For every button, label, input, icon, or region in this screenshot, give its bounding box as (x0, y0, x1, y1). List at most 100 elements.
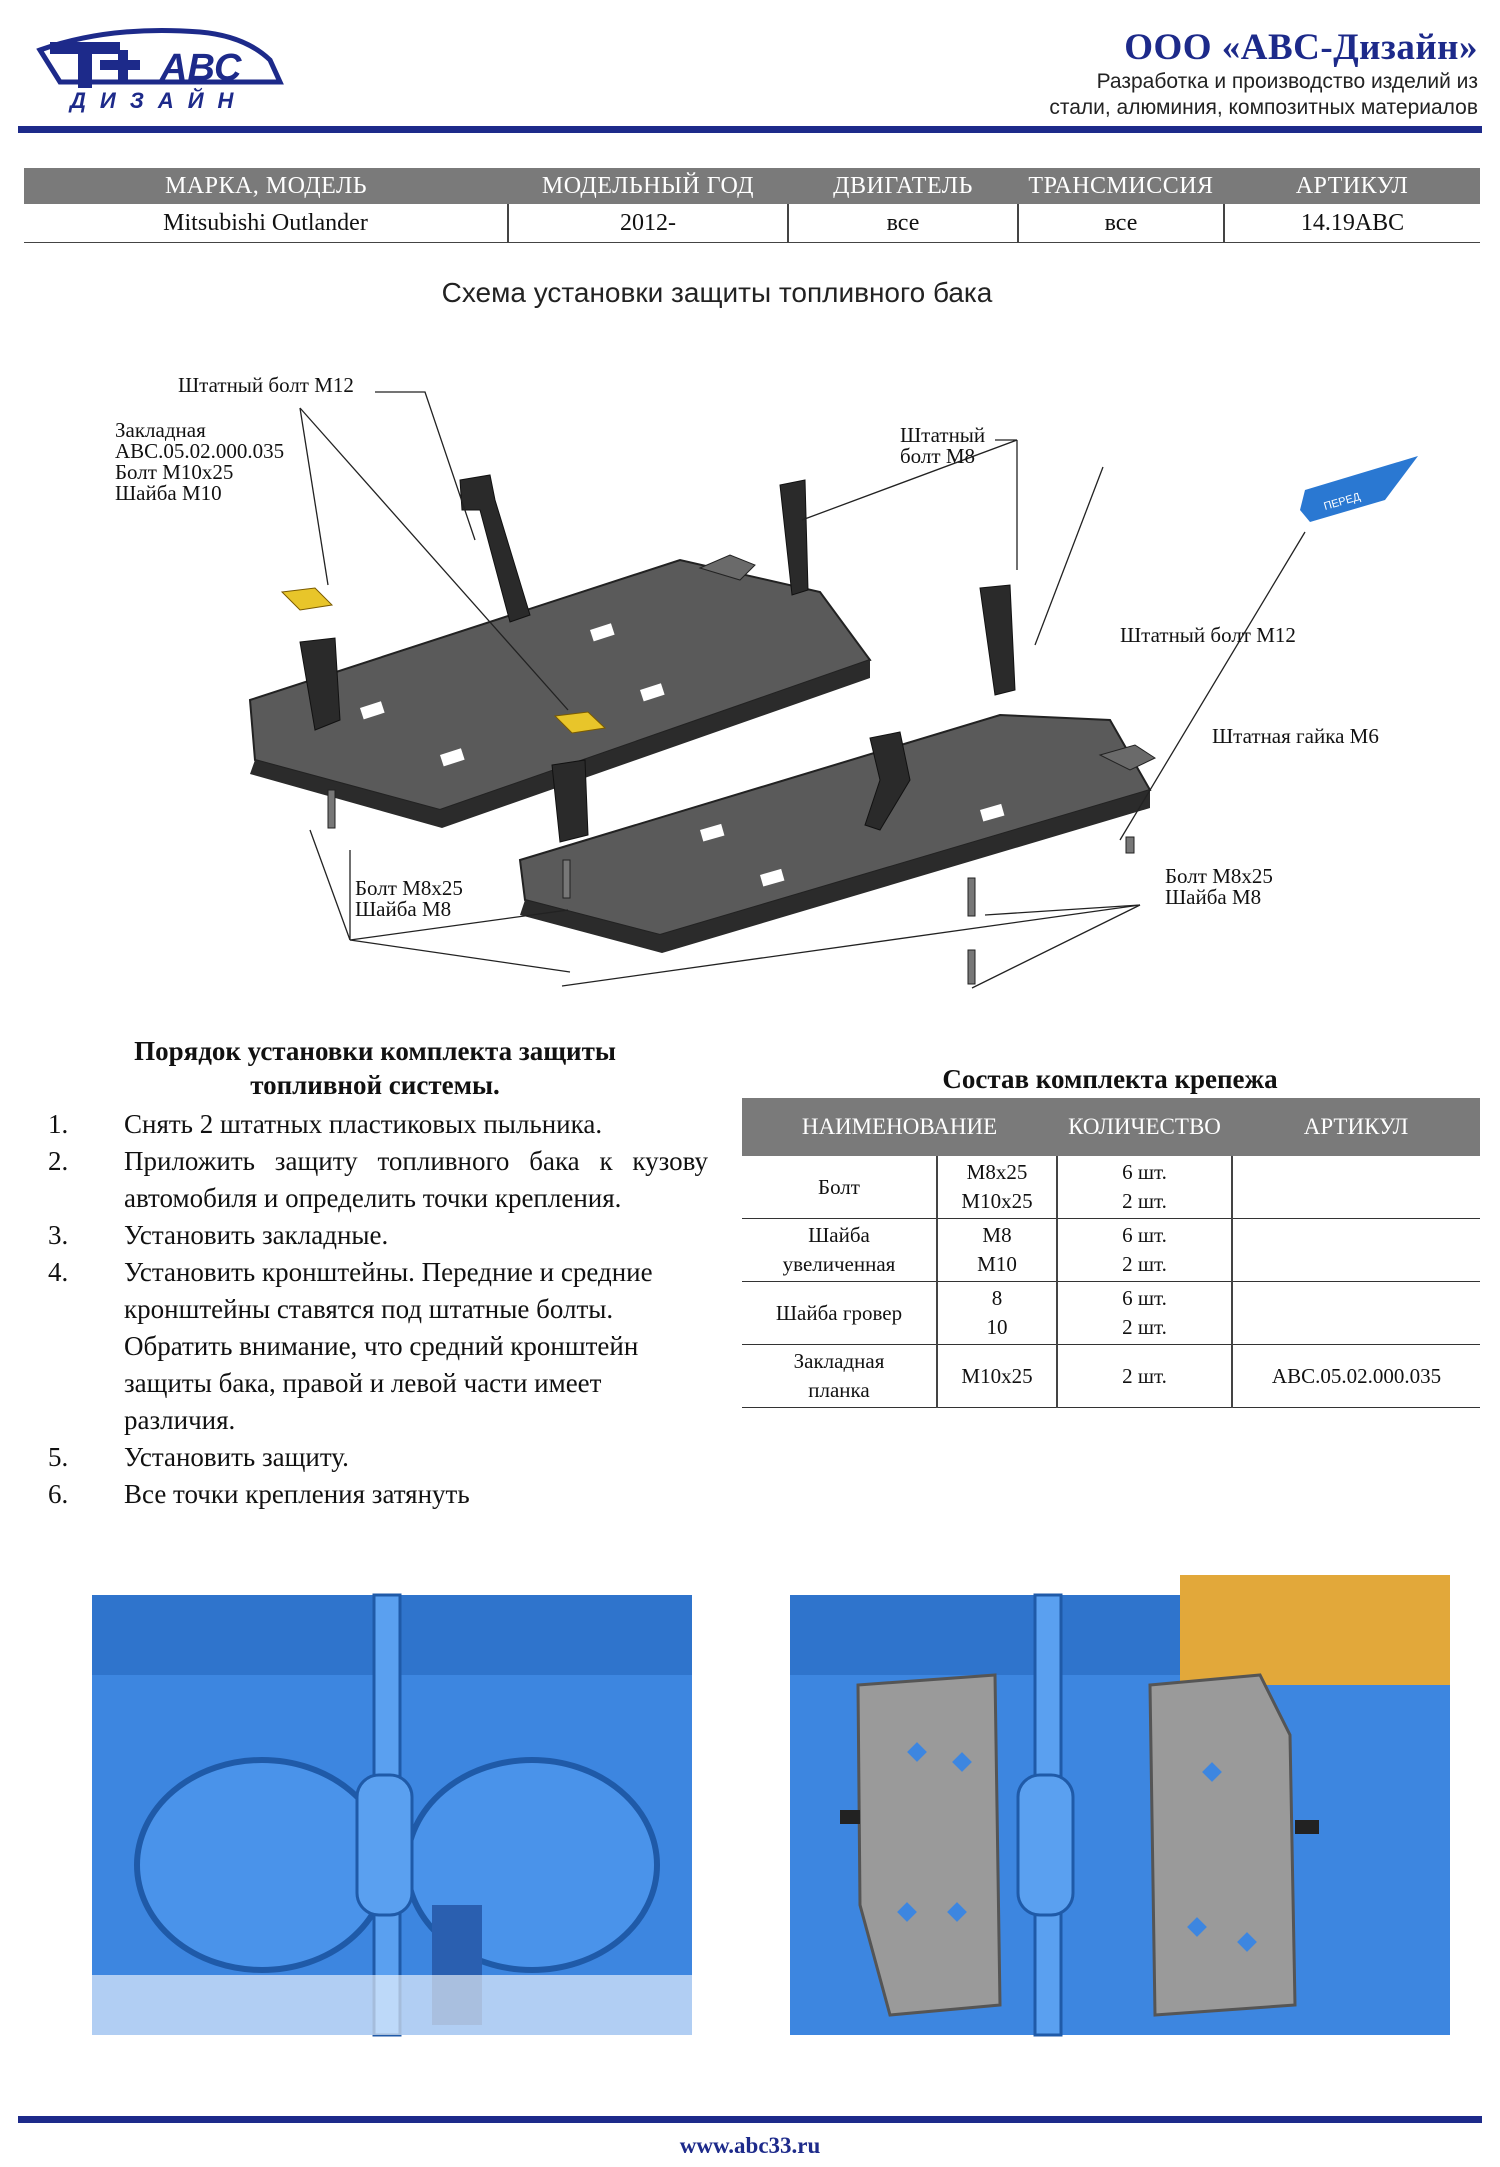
kit-item-size-line: М10х25 (961, 1189, 1033, 1213)
vehicle-model: Mitsubishi Outlander (24, 204, 508, 243)
kit-item-name-line: планка (808, 1378, 870, 1402)
label-bolt-right-2: Шайба М8 (1165, 885, 1261, 909)
footer-divider (18, 2116, 1482, 2123)
kit-item-qty-line: 6 шт. (1122, 1286, 1167, 1310)
instructions-title-line-1: Порядок установки комплекта защиты (134, 1036, 616, 1066)
kit-table: НАИМЕНОВАНИЕ КОЛИЧЕСТВО АРТИКУЛ Болт М8х… (742, 1098, 1480, 1408)
label-insert-line-2: АВС.05.02.000.035 (115, 439, 284, 463)
label-bolt-m12-right: Штатный болт М12 (1120, 623, 1296, 647)
label-nut-m6: Штатная гайка М6 (1212, 724, 1379, 748)
vehicle-engine: все (787, 204, 1018, 243)
kit-item-size-line: М10х25 (961, 1363, 1033, 1388)
kit-header-name: НАИМЕНОВАНИЕ (742, 1098, 1057, 1156)
step-text: Все точки крепления затянуть (124, 1479, 470, 1509)
kit-item-name-line: Закладная (793, 1349, 885, 1373)
company-name: ООО «АВС-Дизайн» (1124, 27, 1478, 68)
kit-item-article: АВС.05.02.000.035 (1231, 1344, 1480, 1408)
kit-item-size-line: 10 (986, 1315, 1008, 1339)
kit-item-size: М10х25 (936, 1344, 1057, 1408)
kit-item-qty-line: 2 шт. (1122, 1363, 1167, 1388)
kit-item-qty-line: 6 шт. (1122, 1223, 1167, 1247)
underbody-photo-after (790, 1575, 1450, 2037)
kit-item-name-line: увеличенная (782, 1252, 896, 1276)
mounting-brackets (299, 474, 1016, 843)
step-text: Установить закладные. (124, 1220, 389, 1250)
right-skid-plate (518, 713, 1157, 953)
table-row: Mitsubishi Outlander 2012- все все 14.19… (24, 204, 1480, 243)
tagline-line-2: стали, алюминия, композитных материалов (1049, 96, 1478, 119)
kit-item-qty: 6 шт. 2 шт. (1056, 1218, 1232, 1282)
step-text: Приложить защиту топливного бака к кузов… (124, 1146, 708, 1213)
vehicle-header-cell: МОДЕЛЬНЫЙ ГОД (508, 168, 788, 204)
step-number: 6. (48, 1479, 69, 1509)
kit-item-name-line: Шайба (808, 1223, 870, 1247)
label-bolt-m12-top: Штатный болт М12 (178, 373, 354, 397)
vehicle-year: 2012- (507, 204, 788, 243)
list-item: 5. Установить защиту. (48, 1439, 708, 1476)
kit-item-qty-line: 2 шт. (1122, 1315, 1167, 1339)
kit-item-size-line: М10 (977, 1252, 1017, 1276)
diagram-title: Схема установки защиты топливного бака (441, 277, 993, 308)
kit-item-name: Болт (742, 1156, 937, 1219)
list-item: 2. Приложить защиту топливного бака к куз… (48, 1143, 708, 1217)
step-text: Установить защиту. (124, 1442, 349, 1472)
kit-header-article: АРТИКУЛ (1232, 1098, 1480, 1156)
step-number: 1. (48, 1109, 69, 1139)
front-direction-arrow: ПЕРЕД (1300, 456, 1418, 522)
kit-item-name-line: Шайба гровер (775, 1300, 903, 1325)
logo-text: АВС (159, 47, 242, 89)
kit-item-qty: 6 шт. 2 шт. (1056, 1281, 1232, 1345)
vehicle-transmission: все (1017, 204, 1224, 243)
step-text: Установить кронштейны. Передние и средни… (124, 1257, 653, 1435)
kit-item-name: Шайба увеличенная (742, 1218, 937, 1282)
label-bolt-m8-top-1: Штатный (900, 423, 985, 447)
kit-item-name: Шайба гровер (742, 1281, 937, 1345)
vehicle-header-cell: ДВИГАТЕЛЬ (788, 168, 1018, 204)
vehicle-table: МАРКА, МОДЕЛЬ МОДЕЛЬНЫЙ ГОД ДВИГАТЕЛЬ ТР… (24, 168, 1480, 243)
kit-table-header: НАИМЕНОВАНИЕ КОЛИЧЕСТВО АРТИКУЛ (742, 1098, 1480, 1156)
vehicle-header-cell: АРТИКУЛ (1224, 168, 1480, 204)
kit-item-qty-line: 2 шт. (1122, 1252, 1167, 1276)
kit-item-qty-line: 2 шт. (1122, 1189, 1167, 1213)
list-item: 1.Снять 2 штатных пластиковых пыльника. (48, 1106, 708, 1143)
vehicle-table-header: МАРКА, МОДЕЛЬ МОДЕЛЬНЫЙ ГОД ДВИГАТЕЛЬ ТР… (24, 168, 1480, 204)
installation-diagram: ПЕРЕД Штатный болт М12 Закладная АВС.05.… (115, 373, 1418, 989)
kit-item-qty: 6 шт.2 шт. (1056, 1156, 1232, 1219)
underbody-photo-before (92, 1593, 692, 2037)
insert-plates (280, 587, 607, 734)
label-bolt-m8-top-2: болт М8 (900, 444, 975, 468)
table-row: Закладная планка М10х25 2 шт. АВС.05.02.0… (742, 1344, 1480, 1408)
label-insert-line-3: Болт М10х25 (115, 460, 233, 484)
kit-item-name-line: Болт (818, 1174, 860, 1199)
label-bolt-left-1: Болт М8х25 (355, 876, 463, 900)
footer-website-link[interactable]: www.abc33.ru (679, 2133, 821, 2158)
kit-item-size-line: М8 (982, 1223, 1012, 1247)
bolts (327, 789, 1135, 985)
vehicle-article: 14.19ABC (1223, 204, 1480, 243)
kit-item-article (1231, 1218, 1480, 1282)
kit-title: Состав комплекта крепежа (942, 1064, 1278, 1094)
label-insert-line-1: Закладная (115, 418, 206, 442)
logo-subtext: ДИЗАЙН (68, 87, 247, 113)
step-number: 3. (48, 1220, 69, 1250)
label-bolt-right-1: Болт М8х25 (1165, 864, 1273, 888)
label-bolt-left-2: Шайба М8 (355, 897, 451, 921)
header-divider (18, 126, 1482, 133)
kit-item-qty: 2 шт. (1056, 1344, 1232, 1408)
tagline-line-1: Разработка и производство изделий из (1096, 70, 1478, 93)
kit-item-name: Закладная планка (742, 1344, 937, 1408)
list-item: 4.Установить кронштейны. Передние и сред… (48, 1254, 708, 1439)
kit-item-article (1231, 1281, 1480, 1345)
vehicle-header-cell: МАРКА, МОДЕЛЬ (24, 168, 508, 204)
company-block: ООО «АВС-Дизайн» Разработка и производст… (1049, 26, 1478, 121)
left-skid-plate (248, 554, 872, 828)
step-number: 5. (48, 1442, 69, 1472)
label-insert-line-4: Шайба М10 (115, 481, 222, 505)
step-number: 2. (48, 1146, 69, 1176)
